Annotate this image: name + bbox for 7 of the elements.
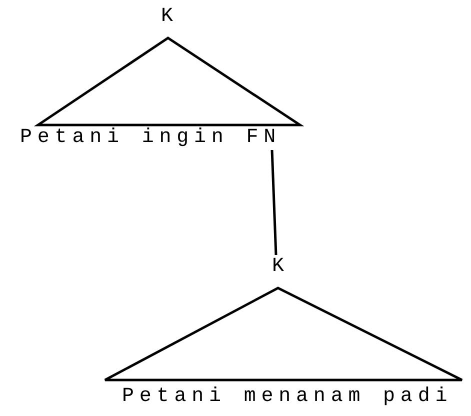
tree-node-label: K	[272, 256, 290, 278]
tree-triangle	[104, 286, 464, 382]
tree-triangle	[34, 36, 304, 126]
tree-node-label: Petani menanam padi	[122, 386, 453, 408]
branch-line	[270, 150, 278, 256]
tree-node-label: K	[161, 6, 178, 28]
tree-node-label: Petani ingin FN	[20, 127, 282, 149]
